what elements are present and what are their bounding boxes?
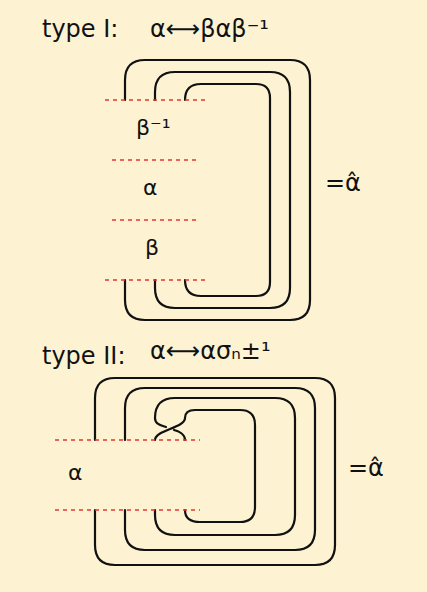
label-slot: type I: bbox=[42, 16, 118, 44]
braid-strand bbox=[95, 378, 335, 565]
braid-label: α bbox=[68, 460, 83, 485]
label-slot: α bbox=[143, 175, 158, 200]
label-slot: =α̂ bbox=[325, 170, 361, 198]
braid-strand bbox=[125, 388, 315, 550]
crossing-under bbox=[174, 430, 185, 440]
label-slot: β bbox=[145, 235, 159, 260]
move-formula: α⟷ασₙ±¹ bbox=[150, 338, 271, 366]
cut-line bbox=[55, 439, 200, 441]
braid-label: α bbox=[143, 175, 158, 200]
braid-strand bbox=[185, 410, 255, 522]
braid-label: β bbox=[145, 235, 159, 260]
braid-strand bbox=[155, 398, 295, 535]
closure-label: =α̂ bbox=[325, 170, 361, 198]
crossing-under bbox=[155, 418, 166, 427]
cut-line bbox=[112, 219, 200, 221]
label-slot: α bbox=[68, 460, 83, 485]
move-heading: type I: bbox=[42, 16, 118, 44]
crossing-over bbox=[155, 418, 185, 440]
move-formula: α⟷βαβ⁻¹ bbox=[150, 16, 269, 44]
label-slot: type II: bbox=[42, 343, 125, 371]
cut-line bbox=[55, 509, 200, 511]
label-slot: α⟷ασₙ±¹ bbox=[150, 338, 271, 366]
label-slot: β⁻¹ bbox=[136, 115, 170, 140]
braid-strand bbox=[185, 84, 270, 296]
cut-line bbox=[105, 99, 205, 101]
braid-strand bbox=[155, 72, 290, 308]
braid-label: β⁻¹ bbox=[136, 115, 170, 140]
cut-line bbox=[112, 159, 200, 161]
braid-strand bbox=[125, 60, 310, 320]
move-heading: type II: bbox=[42, 343, 125, 371]
closure-label: =α̂ bbox=[348, 455, 384, 483]
label-slot: α⟷βαβ⁻¹ bbox=[150, 16, 269, 44]
label-slot: =α̂ bbox=[348, 455, 384, 483]
cut-line bbox=[105, 279, 205, 281]
